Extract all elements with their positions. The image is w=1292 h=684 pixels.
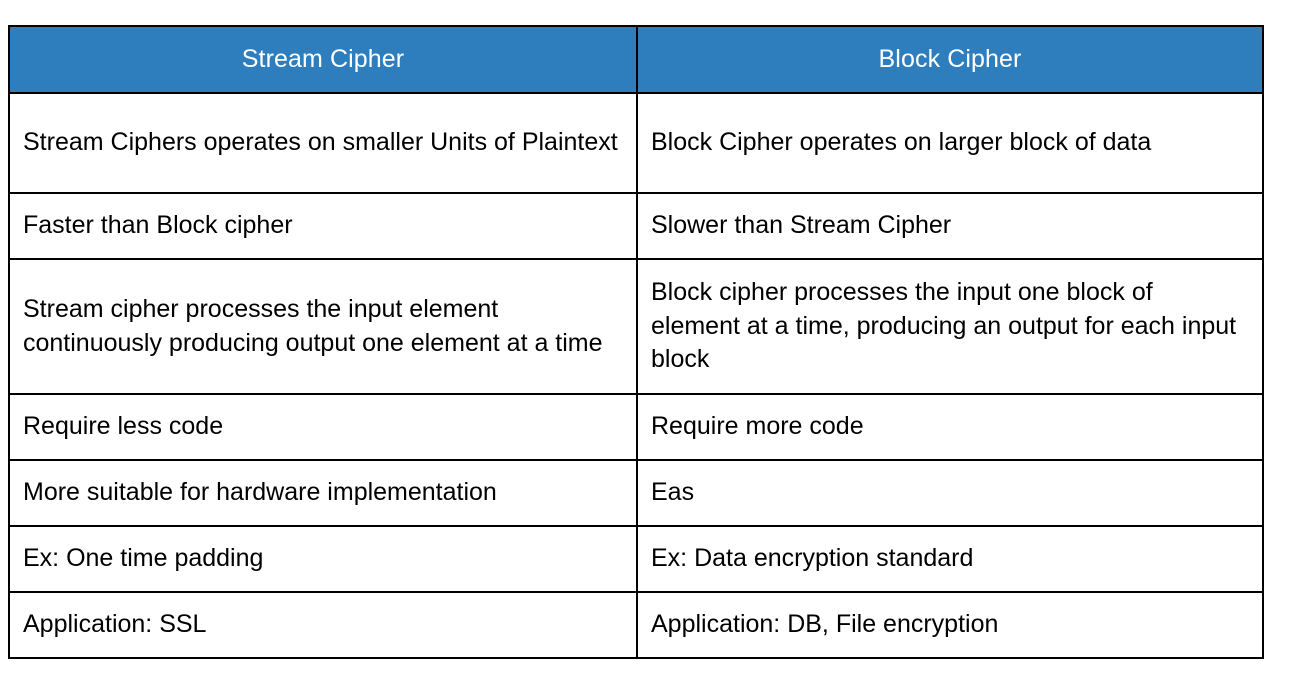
table-header-row: Stream Cipher Block Cipher (8, 25, 1264, 94)
table-header: Stream Cipher Block Cipher (8, 25, 1264, 94)
table-cell-block-2: Slower than Stream Cipher (636, 192, 1264, 260)
table-cell-stream-5: More suitable for hardware implementatio… (8, 459, 638, 527)
table-cell-block-6: Ex: Data encryption standard (636, 525, 1264, 593)
table-row: Stream cipher processes the input elemen… (8, 258, 1264, 395)
table-cell-block-3: Block cipher processes the input one blo… (636, 258, 1264, 395)
table-cell-stream-2: Faster than Block cipher (8, 192, 638, 260)
table-row: More suitable for hardware implementatio… (8, 459, 1264, 527)
table-cell-stream-4: Require less code (8, 393, 638, 461)
table-row: Require less code Require more code (8, 393, 1264, 461)
table-cell-stream-1: Stream Ciphers operates on smaller Units… (8, 92, 638, 194)
table-cell-stream-3: Stream cipher processes the input elemen… (8, 258, 638, 395)
table-body: Stream Ciphers operates on smaller Units… (8, 92, 1264, 659)
column-header-stream-cipher: Stream Cipher (8, 25, 638, 94)
column-header-block-cipher: Block Cipher (636, 25, 1264, 94)
table-row: Faster than Block cipher Slower than Str… (8, 192, 1264, 260)
table-cell-block-7: Application: DB, File encryption (636, 591, 1264, 659)
comparison-table: Stream Cipher Block Cipher Stream Cipher… (8, 25, 1264, 659)
table-row: Ex: One time padding Ex: Data encryption… (8, 525, 1264, 593)
table-row: Application: SSL Application: DB, File e… (8, 591, 1264, 659)
table-cell-stream-6: Ex: One time padding (8, 525, 638, 593)
table-cell-block-1: Block Cipher operates on larger block of… (636, 92, 1264, 194)
table-cell-block-4: Require more code (636, 393, 1264, 461)
table-cell-block-5: Eas (636, 459, 1264, 527)
table-cell-stream-7: Application: SSL (8, 591, 638, 659)
table-row: Stream Ciphers operates on smaller Units… (8, 92, 1264, 194)
